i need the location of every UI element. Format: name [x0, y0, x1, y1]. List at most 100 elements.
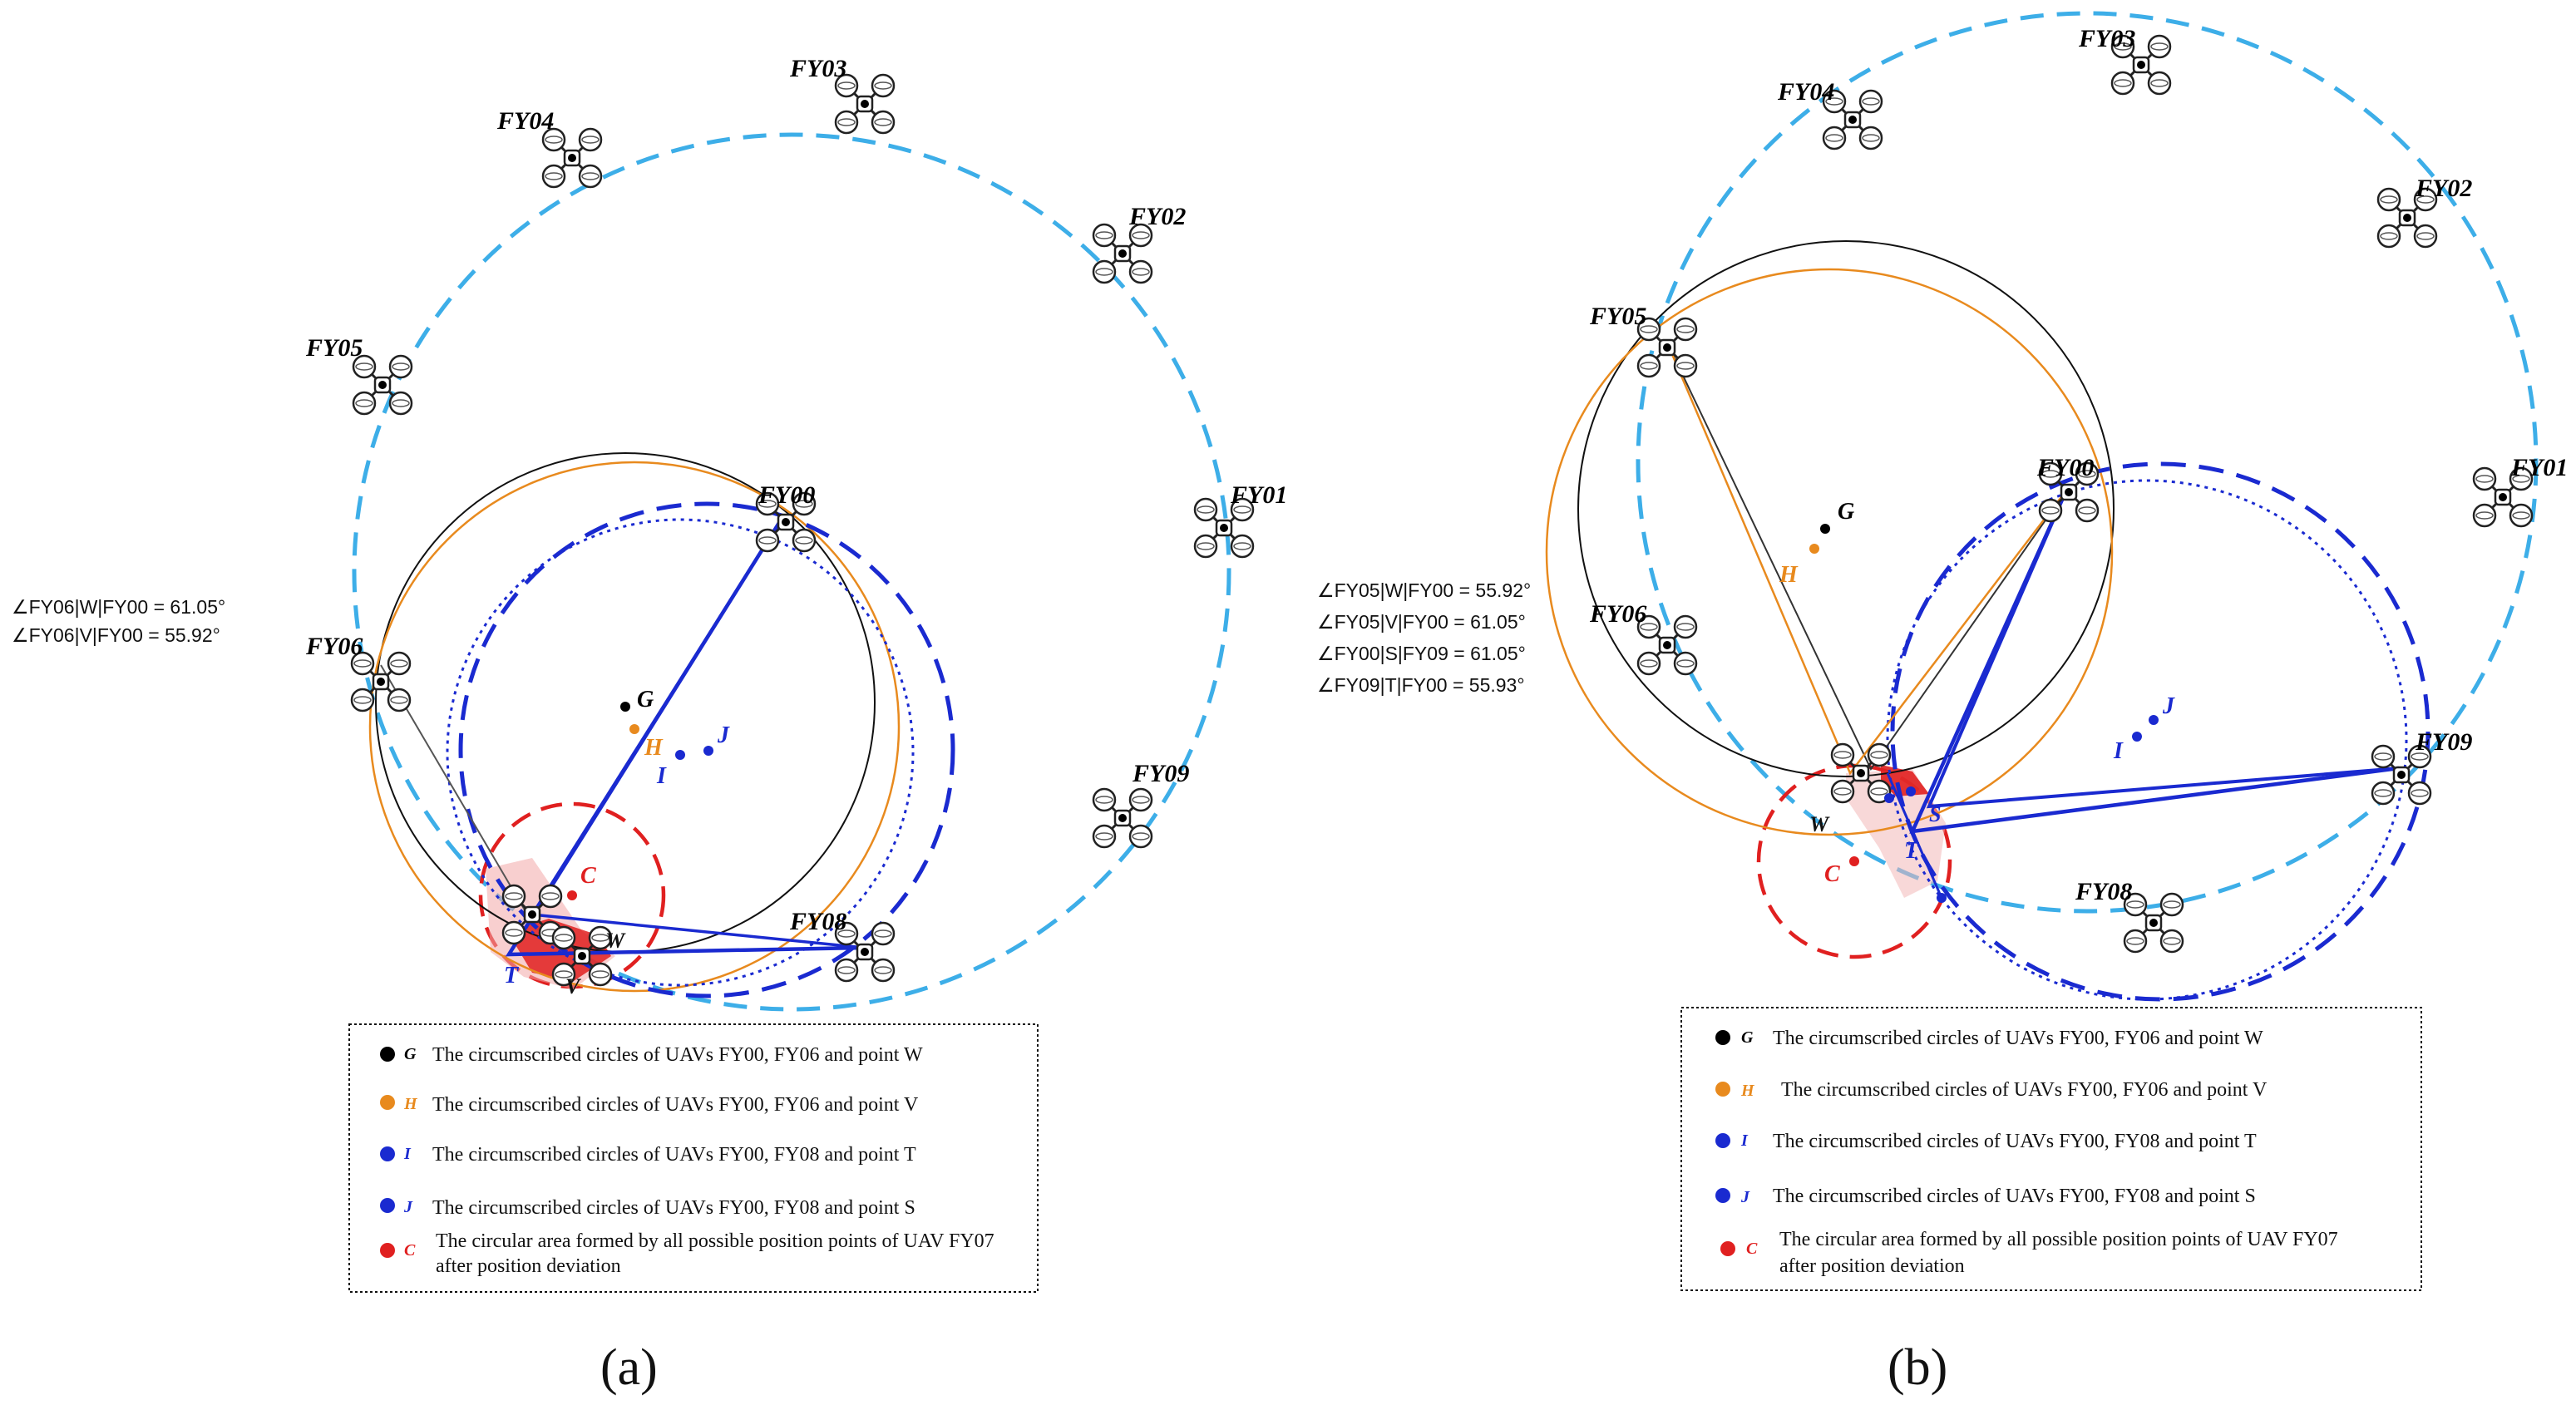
point-c-a — [567, 890, 577, 900]
label-fy01-b: FY01 — [2510, 454, 2568, 481]
label-c-b: C — [1824, 861, 1840, 887]
blue-lines-b3 — [1886, 772, 1943, 899]
formation-circle-b — [1636, 11, 2539, 914]
formation-circle-a — [352, 132, 1231, 1012]
label-fy00-a: FY00 — [758, 481, 815, 509]
legend-text-h-a: The circumscribed circles of UAVs FY00, … — [432, 1094, 919, 1116]
circle-i-a — [446, 518, 915, 987]
orange-lines-b — [1666, 342, 2067, 776]
uav-fy05-a — [352, 354, 413, 416]
legend-key-g-b: G — [1741, 1028, 1754, 1047]
circle-i-b — [1886, 479, 2408, 1001]
point-h-b — [1809, 544, 1819, 554]
panel-a: FY03 FY04 FY02 FY05 FY00 FY01 FY06 FY09 … — [12, 55, 1287, 1396]
label-j-b: J — [2162, 693, 2175, 719]
legend-text-g-b: The circumscribed circles of UAVs FY00, … — [1773, 1028, 2263, 1049]
uav-fy02-a — [1092, 223, 1153, 284]
label-fy04-b: FY04 — [1777, 78, 1834, 106]
point-s-b — [1906, 786, 1916, 796]
legend-text-c2-b: after position deviation — [1779, 1255, 1965, 1277]
label-t-a: T — [504, 963, 520, 988]
legend-text-c-a: The circular area formed by all possible… — [436, 1230, 994, 1252]
uav-fy04-a — [541, 127, 603, 189]
angle-text-a-2: ∠FY06|V|FY00 = 55.92° — [12, 624, 220, 646]
label-w-a: W — [605, 929, 626, 953]
point-g-a — [620, 702, 630, 712]
legend-text-j-a: The circumscribed circles of UAVs FY00, … — [432, 1197, 915, 1219]
label-fy03-a: FY03 — [789, 55, 846, 82]
blue-lines-a — [505, 517, 866, 957]
legend-text-i-a: The circumscribed circles of UAVs FY00, … — [432, 1144, 916, 1166]
point-i-a — [675, 750, 685, 760]
legend-text-c2-a: after position deviation — [436, 1255, 621, 1277]
angle-text-b-3: ∠FY00|S|FY09 = 61.05° — [1317, 643, 1526, 664]
label-fy08-a: FY08 — [789, 908, 846, 935]
point-t-b — [1884, 793, 1894, 803]
black-lines-b — [1666, 342, 2067, 771]
circle-j-b — [1890, 461, 2430, 1002]
uav-fy06-a — [350, 651, 412, 712]
label-fy01-a: FY01 — [1230, 481, 1287, 509]
legend-text-g-a: The circumscribed circles of UAVs FY00, … — [432, 1044, 923, 1066]
angle-text-b-4: ∠FY09|T|FY00 = 55.93° — [1317, 674, 1525, 696]
uav-fy08-b — [2123, 892, 2184, 954]
label-v-a: V — [565, 974, 582, 998]
label-fy00-b: FY00 — [2036, 454, 2094, 481]
legend-key-c-b: C — [1746, 1240, 1758, 1258]
legend-key-h-b: H — [1740, 1082, 1755, 1100]
point-j-b — [2149, 715, 2159, 725]
point-j-a — [703, 746, 713, 756]
label-c-a: C — [580, 863, 596, 889]
angle-text-a-1: ∠FY06|W|FY00 = 61.05° — [12, 596, 225, 618]
label-g-a: G — [637, 687, 654, 712]
legend-key-j-b: J — [1740, 1188, 1750, 1206]
caption-b: (b) — [1888, 1339, 1947, 1396]
label-j-a: J — [717, 722, 730, 748]
label-fy09-b: FY09 — [2415, 728, 2472, 756]
label-fy09-a: FY09 — [1132, 760, 1189, 787]
label-fy05-b: FY05 — [1589, 303, 1646, 330]
uav-fy05-b — [1636, 317, 1698, 378]
label-h-a: H — [644, 735, 664, 761]
legend-key-c-a: C — [404, 1241, 416, 1260]
uav-fy09-a — [1092, 787, 1153, 849]
legend-key-g-a: G — [404, 1045, 417, 1063]
legend-text-i-b: The circumscribed circles of UAVs FY00, … — [1773, 1131, 2257, 1152]
caption-a: (a) — [600, 1339, 658, 1396]
point-c-b — [1849, 856, 1859, 866]
label-fy03-b: FY03 — [2078, 25, 2135, 52]
angle-text-b-1: ∠FY05|W|FY00 = 55.92° — [1317, 579, 1531, 601]
point-i-b — [2132, 732, 2142, 742]
blue-lines-b — [1909, 490, 2400, 834]
legend-key-j-a: J — [403, 1198, 413, 1216]
point-v-b — [1937, 893, 1947, 903]
label-i-a: I — [656, 763, 667, 789]
circle-h-a — [368, 461, 901, 993]
legend-text-c-b: The circular area formed by all possible… — [1779, 1229, 2338, 1250]
label-t-b: T — [1904, 838, 1920, 864]
label-g-b: G — [1838, 499, 1854, 525]
legend-key-i-b: I — [1740, 1131, 1749, 1150]
angle-text-b-2: ∠FY05|V|FY00 = 61.05° — [1317, 611, 1526, 633]
label-w-b: W — [1809, 812, 1830, 836]
blue-lines-b2 — [1926, 490, 2400, 809]
legend-key-h-a: H — [403, 1095, 418, 1113]
legend-text-h-b: The circumscribed circles of UAVs FY00, … — [1781, 1079, 2268, 1101]
label-fy06-a: FY06 — [305, 633, 363, 660]
label-fy08-b: FY08 — [2075, 878, 2132, 905]
legend-a: G The circumscribed circles of UAVs FY00… — [348, 1023, 1039, 1293]
uav-fy03-a — [834, 73, 896, 135]
circle-h-b — [1545, 268, 2114, 836]
label-h-b: H — [1779, 562, 1799, 588]
legend-b: G The circumscribed circles of UAVs FY00… — [1680, 1007, 2422, 1291]
label-fy02-a: FY02 — [1128, 203, 1186, 230]
legend-key-i-a: I — [403, 1145, 412, 1163]
label-fy04-a: FY04 — [496, 107, 554, 135]
legend-text-j-b: The circumscribed circles of UAVs FY00, … — [1773, 1186, 2256, 1207]
point-h-a — [629, 724, 639, 734]
label-s-b: S — [1929, 802, 1941, 826]
label-fy05-a: FY05 — [305, 334, 363, 362]
circle-j-a — [458, 501, 955, 998]
panel-b: FY03 FY04 FY02 FY05 FY00 FY01 FY06 FY09 … — [1317, 11, 2568, 1396]
